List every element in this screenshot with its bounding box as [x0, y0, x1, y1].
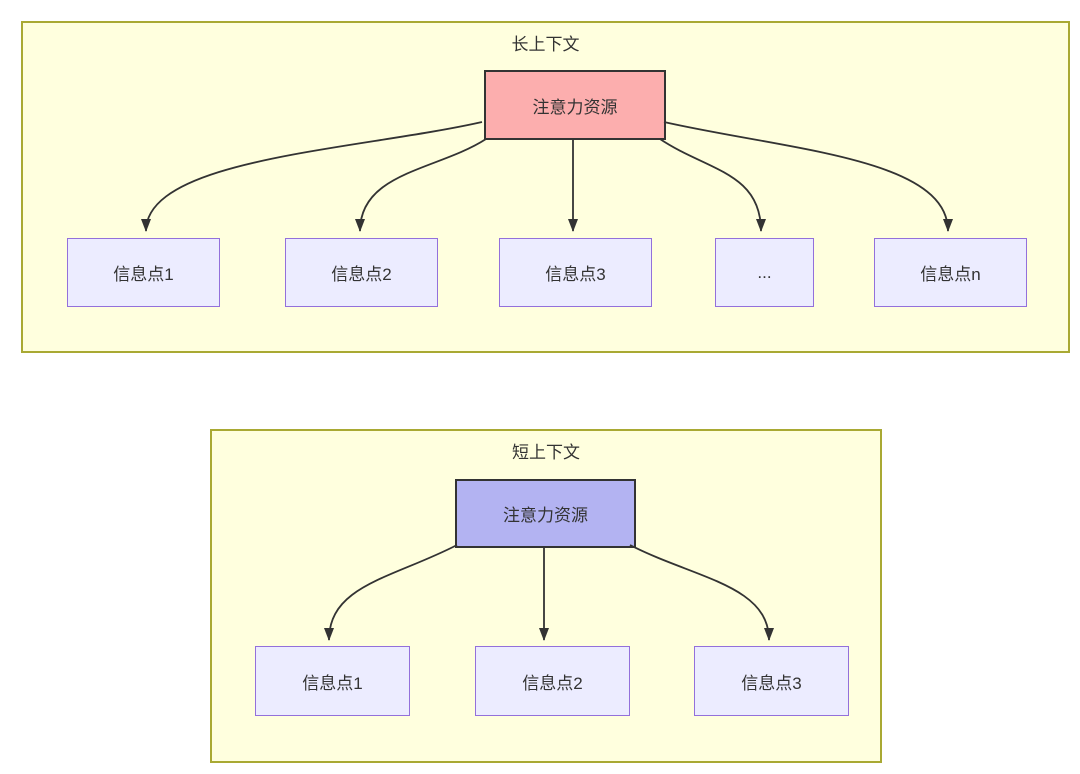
long-context-title: 长上下文 [511, 35, 580, 54]
info-node-short-2: 信息点2 [475, 646, 630, 716]
attention-resources-node-short: 注意力资源 [455, 479, 636, 548]
info-node-long-n: 信息点n [874, 238, 1027, 307]
info-node-long-1: 信息点1 [67, 238, 220, 307]
short-context-title: 短上下文 [512, 443, 580, 462]
short-context-cluster: 短上下文 注意力资源 信息点1 信息点2 信息点3 [210, 429, 882, 763]
info-node-short-1: 信息点1 [255, 646, 410, 716]
long-context-cluster: 长上下文 注意力资源 信息点1 信息点2 信息点3 ... 信息点n [21, 21, 1070, 353]
info-node-short-3: 信息点3 [694, 646, 849, 716]
attention-resources-node-long: 注意力资源 [484, 70, 666, 140]
info-node-long-ellipsis: ... [715, 238, 814, 307]
info-node-long-2: 信息点2 [285, 238, 438, 307]
info-node-long-3: 信息点3 [499, 238, 652, 307]
